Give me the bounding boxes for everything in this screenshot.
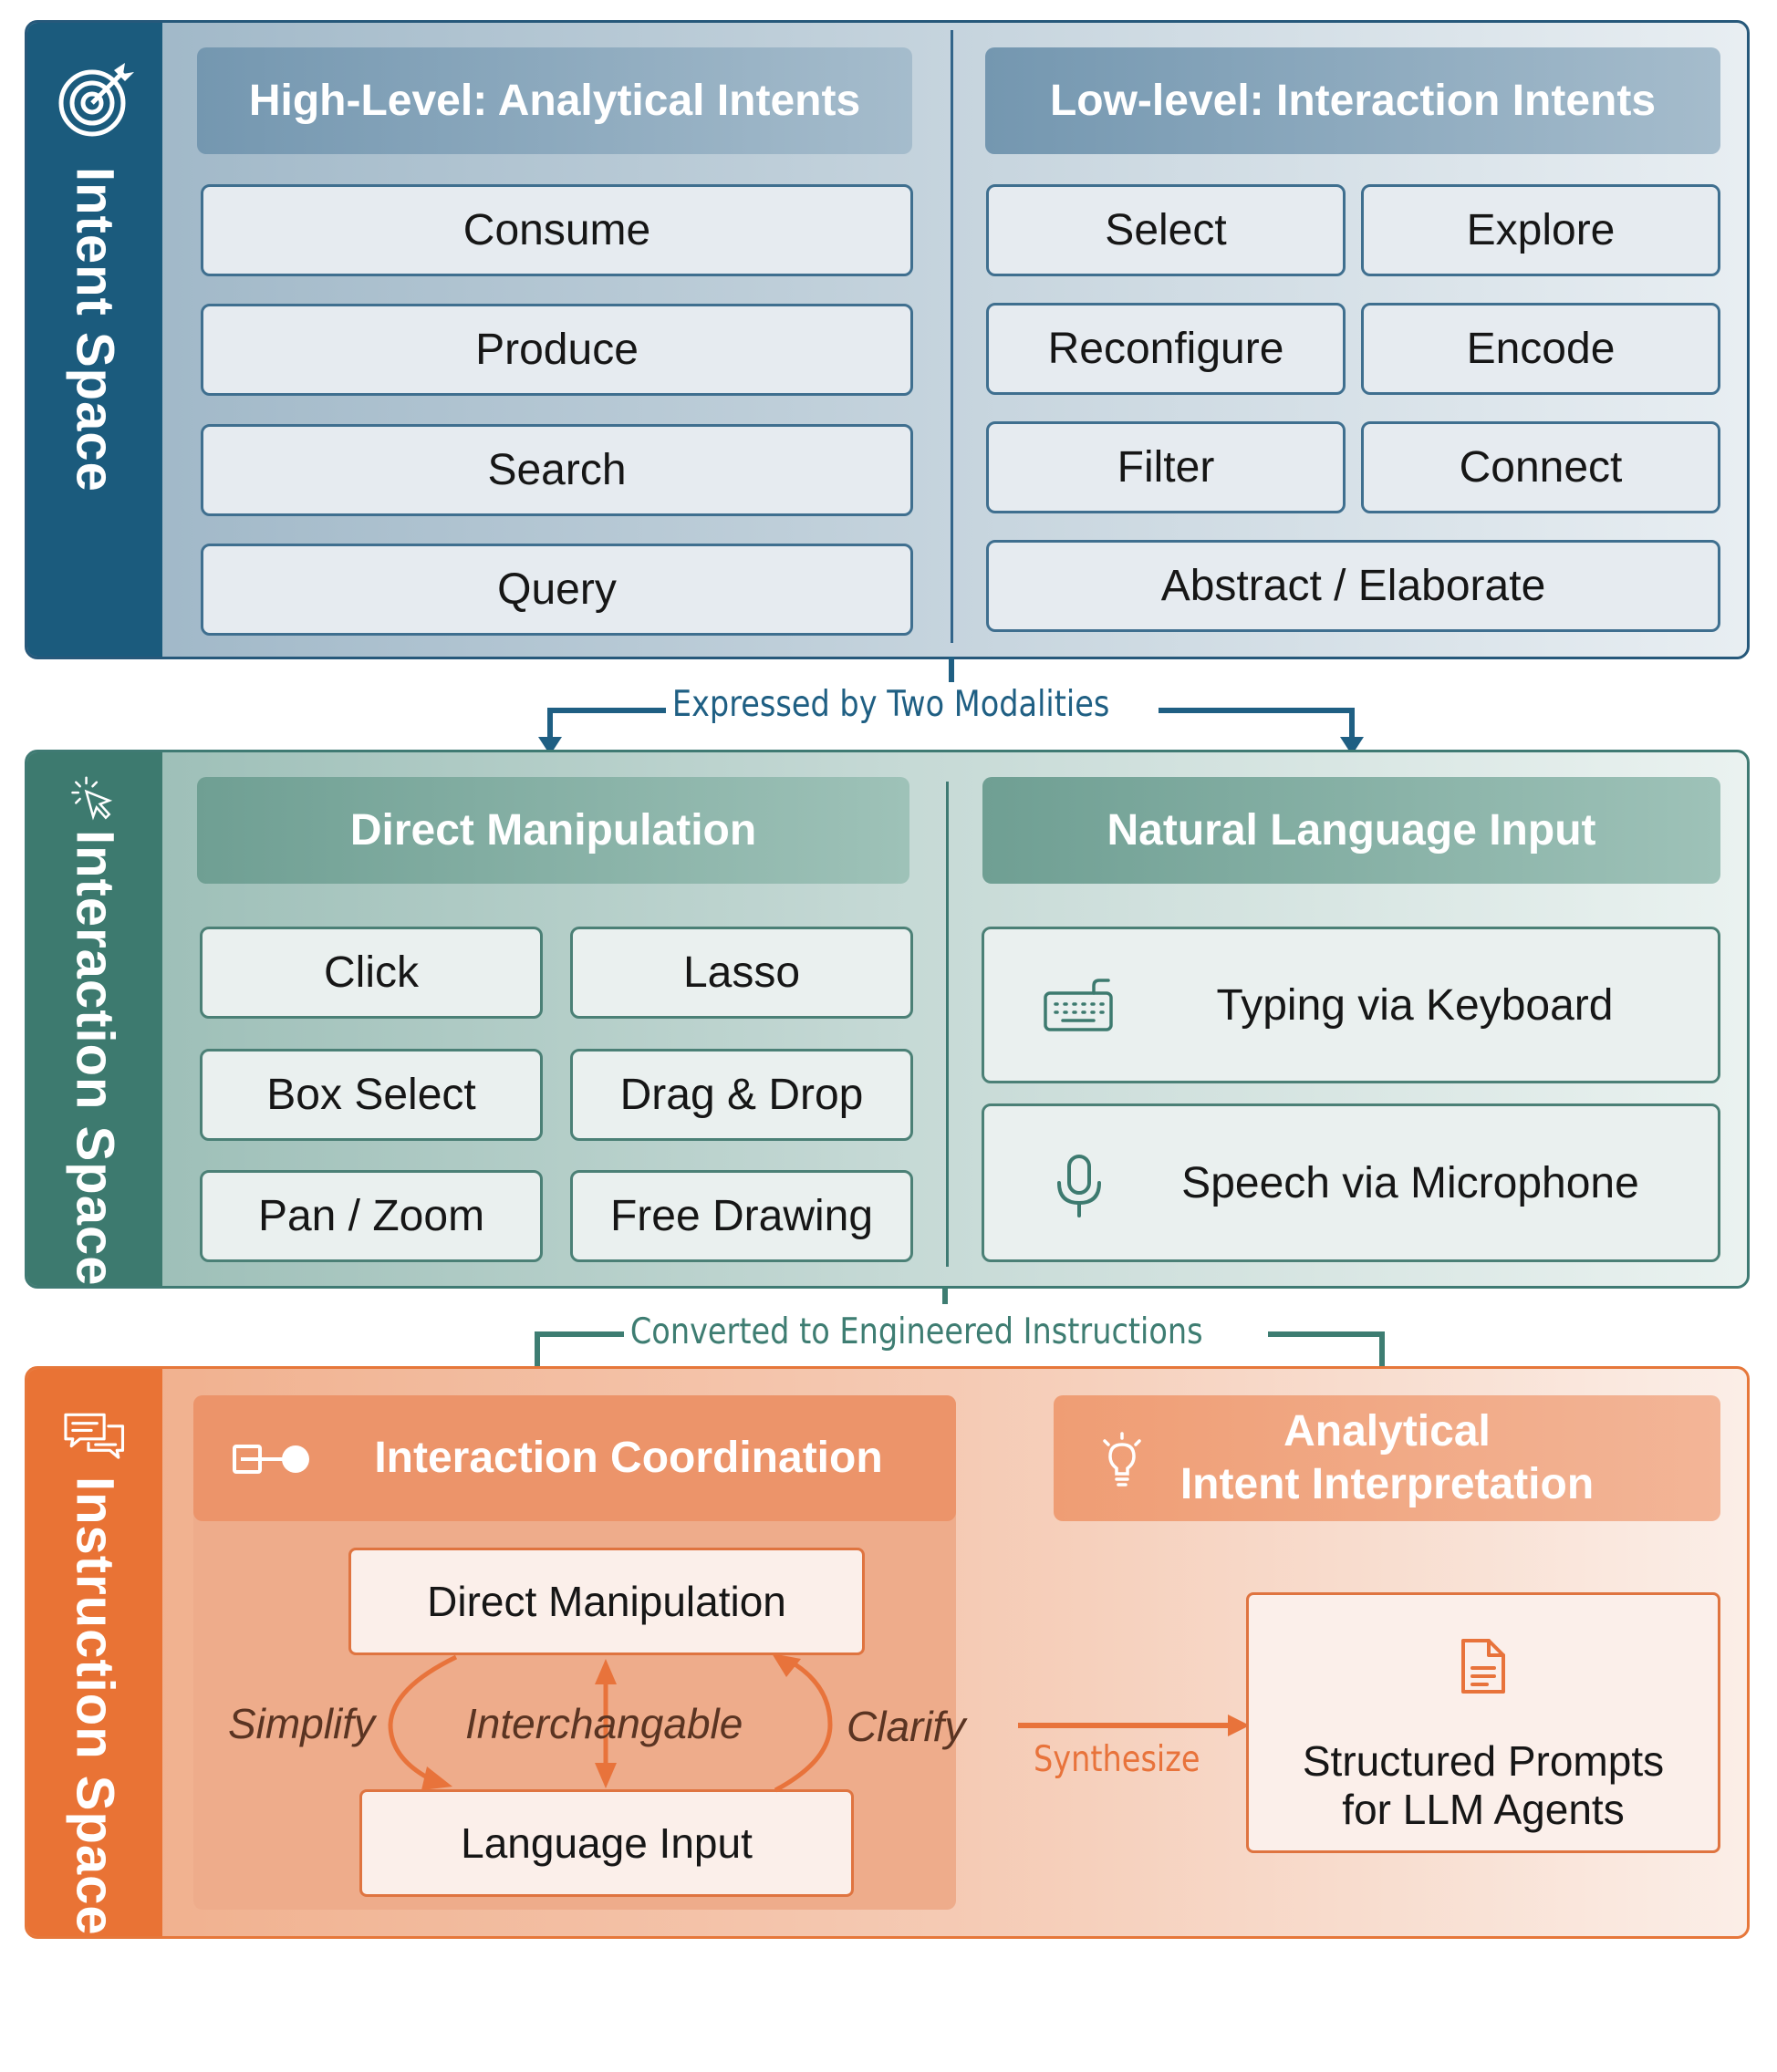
interaction-space-title: Interaction Space xyxy=(65,829,125,1286)
intent-box-consume: Consume xyxy=(201,184,913,276)
interaction-box-box-select: Box Select xyxy=(200,1049,543,1141)
cursor-click-icon xyxy=(71,776,113,821)
language-input-box: Language Input xyxy=(359,1789,854,1897)
interaction-box-lasso: Lasso xyxy=(570,927,913,1019)
coordination-arrows xyxy=(388,1653,1250,1793)
interaction-box-drag-drop: Drag & Drop xyxy=(570,1049,913,1141)
intent-box-reconfigure: Reconfigure xyxy=(986,303,1346,395)
interaction-box-pan-zoom: Pan / Zoom xyxy=(200,1170,543,1262)
interpretation-header: Analytical Intent Interpretation xyxy=(1054,1395,1720,1521)
speech-microphone-box: Speech via Microphone xyxy=(982,1103,1720,1262)
intent-box-query: Query xyxy=(201,544,913,636)
interaction-box-free-drawing: Free Drawing xyxy=(570,1170,913,1262)
intent-space-title: Intent Space xyxy=(65,167,125,492)
instruction-space-sidebar: Instruction Space xyxy=(27,1369,162,1936)
converted-label: Converted to Engineered Instructions xyxy=(624,1311,1210,1352)
direct-manipulation-box: Direct Manipulation xyxy=(348,1548,865,1655)
intent-space-panel: Intent Space High-Level: Analytical Inte… xyxy=(25,20,1750,659)
microphone-icon xyxy=(1057,1155,1101,1217)
speech-microphone-label: Speech via Microphone xyxy=(1181,1158,1639,1207)
interaction-divider xyxy=(946,782,949,1267)
target-icon xyxy=(58,63,134,137)
coordination-title: Interaction Coordination xyxy=(374,1434,883,1483)
interaction-space-sidebar: Interaction Space xyxy=(27,752,162,1286)
toggle-connector-icon xyxy=(233,1445,309,1474)
intent-box-encode: Encode xyxy=(1361,303,1720,395)
intent-box-abstract-elaborate: Abstract / Elaborate xyxy=(986,540,1720,632)
instruction-space-panel: Instruction Space Interaction Coordinati… xyxy=(25,1366,1750,1939)
interpretation-title-line2: Intent Interpretation xyxy=(1179,1460,1595,1508)
keyboard-icon xyxy=(1044,979,1113,1031)
intent-divider xyxy=(951,30,953,643)
intent-box-explore: Explore xyxy=(1361,184,1720,276)
intent-box-produce: Produce xyxy=(201,304,913,396)
direct-manipulation-header: Direct Manipulation xyxy=(197,777,909,884)
structured-prompts-box: Structured Prompts for LLM Agents xyxy=(1246,1592,1720,1853)
coordination-header: Interaction Coordination xyxy=(193,1395,956,1521)
intent-space-sidebar: Intent Space xyxy=(27,23,162,657)
high-level-header: High-Level: Analytical Intents xyxy=(197,47,912,154)
intent-box-select: Select xyxy=(986,184,1346,276)
intent-box-filter: Filter xyxy=(986,421,1346,513)
interaction-space-panel: Interaction Space Direct Manipulation Na… xyxy=(25,750,1750,1289)
synthesize-label: Synthesize xyxy=(1034,1739,1200,1780)
interaction-box-click: Click xyxy=(200,927,543,1019)
structured-prompts-line2: for LLM Agents xyxy=(1342,1785,1625,1833)
document-icon xyxy=(1461,1639,1505,1694)
instruction-space-title: Instruction Space xyxy=(65,1476,125,1936)
lightbulb-icon xyxy=(1103,1432,1141,1487)
interpretation-title-line1: Analytical xyxy=(1283,1407,1491,1456)
structured-prompts-line1: Structured Prompts xyxy=(1302,1737,1665,1785)
natural-language-header: Natural Language Input xyxy=(982,777,1720,884)
intent-box-search: Search xyxy=(201,424,913,516)
chat-bubbles-icon xyxy=(64,1413,125,1459)
low-level-header: Low-level: Interaction Intents xyxy=(985,47,1720,154)
simplify-label: Simplify xyxy=(228,1700,376,1747)
expressed-label: Expressed by Two Modalities xyxy=(666,684,1117,725)
interchangable-label: Interchangable xyxy=(465,1700,743,1747)
clarify-label: Clarify xyxy=(847,1703,966,1750)
connector-expressed xyxy=(538,657,1364,755)
typing-keyboard-label: Typing via Keyboard xyxy=(1216,980,1614,1030)
typing-keyboard-box: Typing via Keyboard xyxy=(982,927,1720,1083)
intent-box-connect: Connect xyxy=(1361,421,1720,513)
